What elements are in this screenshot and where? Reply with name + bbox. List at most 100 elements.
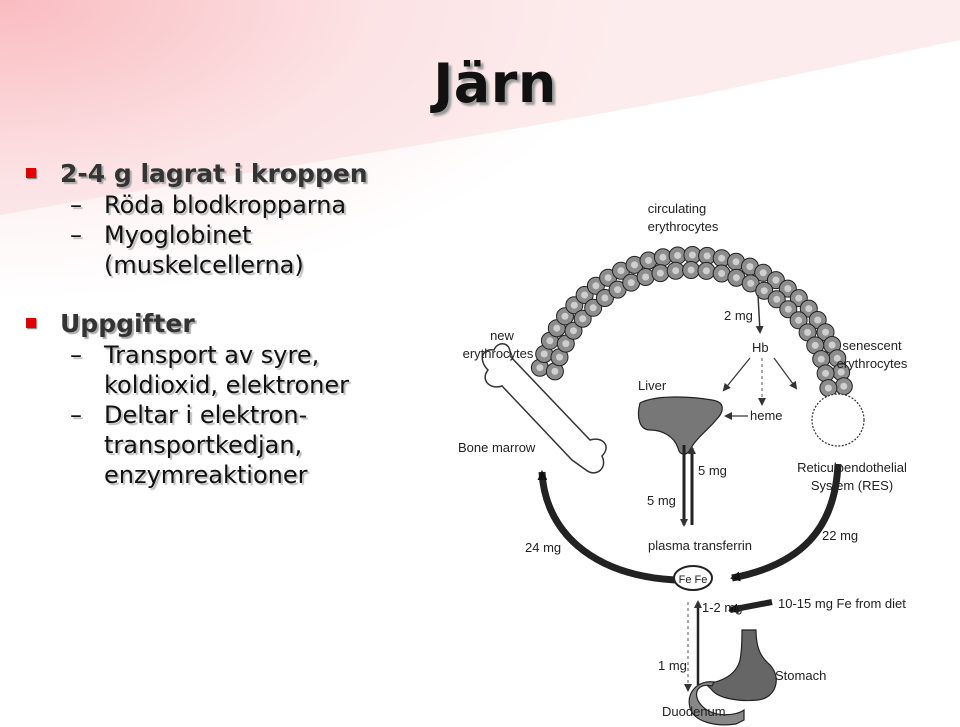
label-duodenum: Duodenum <box>662 704 726 719</box>
arrow-hb-liver <box>722 357 751 392</box>
subbullet-text: Transport av syre, <box>104 341 320 369</box>
erythrocyte-cell-center <box>562 340 570 348</box>
duodenum-icon <box>688 681 745 726</box>
erythrocyte-cell-center <box>760 287 768 295</box>
subbullet-electron-transport: – Deltar i elektron- transportkedjan, en… <box>70 401 308 489</box>
bullet-storage: 2-4 g lagrat i kroppen <box>22 158 422 190</box>
erythrocyte-cell-center <box>784 305 792 313</box>
erythrocyte-cell-center <box>814 316 822 324</box>
label-circulating: circulating <box>648 201 707 216</box>
erythrocyte-cell-center <box>601 294 609 302</box>
label-new: new <box>490 328 514 343</box>
label-senescent: senescent <box>842 338 902 353</box>
subbullet-text: Myoglobinet <box>104 221 252 249</box>
arrow-marrow <box>537 470 676 584</box>
bone-icon <box>481 343 607 474</box>
erythrocyte-cell-center <box>811 341 819 349</box>
bullet-functions-text: Uppgifter <box>60 309 195 338</box>
erythrocyte-cell-center <box>837 368 845 376</box>
erythrocyte-cell-center <box>642 273 650 281</box>
erythrocyte-cell-center <box>840 382 848 390</box>
erythrocyte-cell-center <box>747 279 755 287</box>
erythrocyte-cell-center <box>604 274 612 282</box>
subbullet-text: Deltar i elektron- <box>104 401 308 429</box>
senescent-cell-icon <box>811 393 865 447</box>
erythrocyte-cell-center <box>674 252 682 259</box>
erythrocyte-cell-center <box>732 258 740 266</box>
label-new-erythrocytes: erythrocytes <box>463 346 534 361</box>
label-heme: heme <box>750 408 783 423</box>
bullet-functions: Uppgifter <box>22 308 422 340</box>
bullet-list: 2-4 g lagrat i kroppen – Röda blodkroppa… <box>22 158 422 490</box>
slide-title: Järn <box>433 52 557 115</box>
erythrocyte-cell-center <box>631 261 638 269</box>
erythrocyte-cell-center <box>672 267 680 275</box>
erythrocyte-arc <box>530 246 853 398</box>
erythrocyte-cell-center <box>718 270 726 277</box>
label-diet: 10-15 mg Fe from diet <box>778 596 906 611</box>
label-liver-up: 5 mg <box>698 463 727 478</box>
subbullet-text-cont: enzymreaktioner <box>104 461 308 489</box>
erythrocyte-cell-center <box>784 285 792 293</box>
label-plasma-transferrin: plasma transferrin <box>648 538 752 553</box>
label-res: Reticuloendothelial <box>797 460 907 475</box>
erythrocyte-cell-center <box>822 328 829 336</box>
erythrocyte-cell-center <box>592 282 600 290</box>
arrow-res <box>730 463 842 582</box>
subbullet-myoglobin: – Myoglobinet (muskelcellerna) <box>70 221 304 279</box>
erythrocyte-cell-center <box>687 266 695 274</box>
iron-cycle-diagram: circulating erythrocytes new erythrocyte… <box>458 201 908 726</box>
label-24mg: 24 mg <box>525 540 561 555</box>
subbullet-text-cont: koldioxid, elektroner <box>104 371 349 399</box>
subbullet-text-cont: (muskelcellerna) <box>104 251 304 279</box>
erythrocyte-cell-center <box>703 252 711 260</box>
erythrocyte-cell-center <box>589 304 597 312</box>
erythrocyte-cell-center <box>570 327 577 335</box>
erythrocyte-cell-center <box>833 354 841 362</box>
erythrocyte-cell-center <box>732 274 740 282</box>
label-senescent-erythrocytes: erythrocytes <box>837 356 908 371</box>
erythrocyte-cell-center <box>746 263 754 271</box>
arrow-hb-out <box>773 357 798 390</box>
arrow-diet <box>728 599 773 614</box>
erythrocyte-cell-center <box>688 251 696 259</box>
subbullet-text-cont: transportkedjan, <box>104 431 303 459</box>
erythrocyte-cell-center <box>718 254 726 262</box>
label-liver-down: 5 mg <box>647 493 676 508</box>
label-erythrocytes: erythrocytes <box>648 219 719 234</box>
erythrocyte-cell-center <box>795 316 803 324</box>
erythrocyte-cell-center <box>805 305 813 313</box>
bullet-square-icon <box>26 168 36 178</box>
erythrocyte-cell-center <box>828 341 836 349</box>
stomach-icon <box>704 629 777 702</box>
erythrocyte-cell-center <box>579 315 587 323</box>
label-22mg: 22 mg <box>822 528 858 543</box>
erythrocyte-cell-center <box>824 384 832 392</box>
erythrocyte-cell-center <box>581 291 589 299</box>
erythrocyte-cell-center <box>659 253 667 261</box>
label-stomach: Stomach <box>775 668 826 683</box>
erythrocyte-cell-center <box>822 369 830 377</box>
erythrocyte-cell-center <box>540 350 548 358</box>
erythrocyte-cell-center <box>546 337 554 345</box>
erythrocyte-cell-center <box>773 295 781 303</box>
label-2mg: 2 mg <box>724 308 753 323</box>
liver-icon <box>637 396 723 455</box>
bullet-storage-text: 2-4 g lagrat i kroppen <box>60 159 368 188</box>
erythrocyte-cell-center <box>817 355 825 363</box>
erythrocyte-cell-center <box>556 353 563 361</box>
erythrocyte-cell-center <box>614 286 622 294</box>
label-liver: Liver <box>638 378 667 393</box>
erythrocyte-cell-center <box>772 276 780 284</box>
erythrocyte-cell-center <box>627 279 635 287</box>
fe-pool-icon <box>673 565 713 591</box>
erythrocyte-cell-center <box>795 294 803 302</box>
label-fe-fe: Fe Fe <box>679 574 708 586</box>
erythrocyte-cell-center <box>645 257 652 264</box>
erythrocyte-cell-center <box>570 301 578 309</box>
erythrocyte-cell-center <box>759 269 767 277</box>
bullet-square-icon <box>26 318 36 328</box>
erythrocyte-cell-center <box>536 364 544 372</box>
